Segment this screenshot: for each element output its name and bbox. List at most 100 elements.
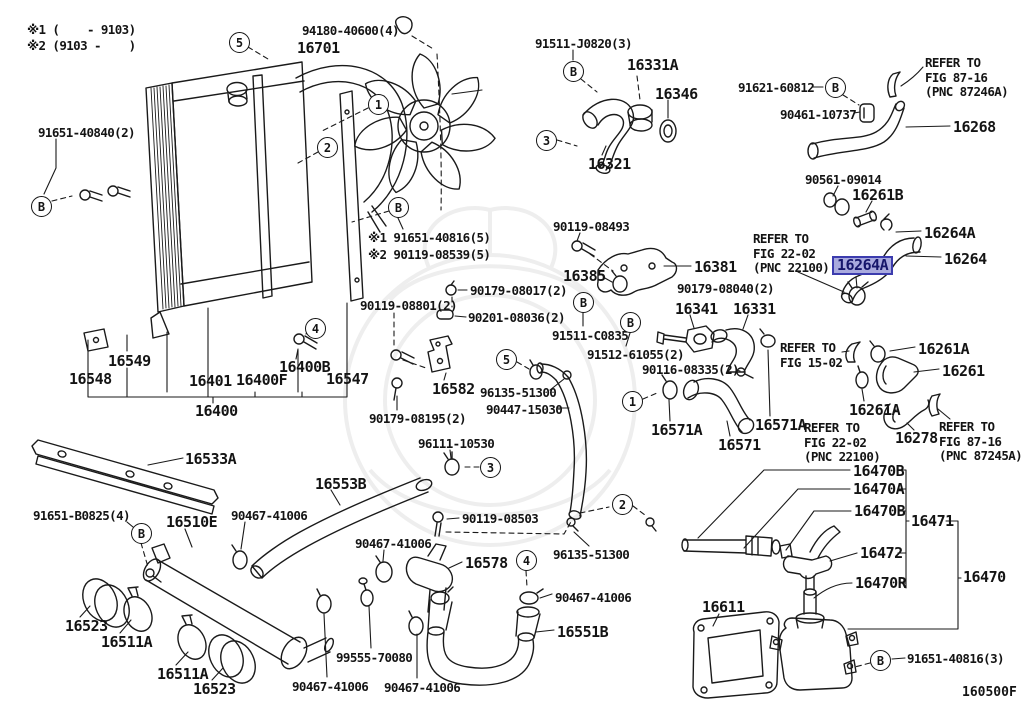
part-label[interactable]: 16511A — [101, 633, 153, 651]
part-label[interactable]: 16264 — [944, 250, 987, 268]
part-label[interactable]: ※1 91651-40816(5) — [368, 230, 491, 245]
part-label[interactable]: 91651-B0825(4) — [33, 508, 131, 523]
part-label[interactable]: 16331A — [627, 56, 679, 74]
part-label[interactable]: 96135-51300 — [480, 385, 557, 400]
part-label[interactable]: 16611 — [702, 598, 745, 616]
callout-balloon-3: 3 — [536, 130, 557, 151]
part-label[interactable]: 90179-08040(2) — [677, 281, 775, 296]
part-label[interactable]: 90467-41006 — [384, 680, 461, 695]
part-label[interactable]: 96111-10530 — [418, 436, 495, 451]
part-label[interactable]: 91512-61055(2) — [587, 347, 685, 362]
hose-16261-drawing — [845, 340, 941, 430]
part-label[interactable]: 99555-70080 — [336, 650, 413, 665]
part-label[interactable]: 90179-08195(2) — [369, 411, 467, 426]
part-label[interactable]: 90447-15030 — [486, 402, 563, 417]
part-label[interactable]: 16261A — [918, 340, 970, 358]
part-label[interactable]: 90201-08036(2) — [468, 310, 566, 325]
part-label[interactable]: 90461-10737 — [780, 107, 857, 122]
part-label[interactable]: 16523 — [65, 617, 108, 635]
part-label[interactable]: 91621-60812 — [738, 80, 815, 95]
callout-balloon-1: 1 — [622, 391, 643, 412]
part-label[interactable]: 16385 — [563, 267, 606, 285]
part-label[interactable]: 16400B — [279, 358, 331, 376]
part-label[interactable]: 16571A — [755, 416, 807, 434]
part-label[interactable]: 16548 — [69, 370, 112, 388]
bolts-91651-40840-drawing — [79, 185, 318, 350]
part-label[interactable]: 16533A — [185, 450, 237, 468]
fan-shroud-16701-drawing — [295, 64, 408, 233]
part-label[interactable]: 90179-08017(2) — [470, 283, 568, 298]
part-label[interactable]: 16261A — [849, 401, 901, 419]
part-label[interactable]: 91651-40840(2) — [38, 125, 136, 140]
part-label[interactable]: 16523 — [193, 680, 236, 698]
part-label[interactable]: 16582 — [432, 380, 475, 398]
outlet-hose-16571-drawing — [656, 325, 776, 435]
gasket-16611-drawing — [692, 611, 780, 699]
bracket-16533A-drawing — [31, 439, 219, 583]
callout-balloon-5: 5 — [229, 32, 250, 53]
part-label[interactable]: 90467-41006 — [292, 679, 369, 694]
part-label[interactable]: 16261B — [852, 186, 904, 204]
part-label[interactable]: 16470R — [855, 574, 907, 592]
part-label[interactable]: 16510E — [166, 513, 218, 531]
part-label[interactable]: 16401 — [189, 372, 232, 390]
pipe-16578-drawing — [375, 511, 657, 639]
part-label[interactable]: 90561-09014 — [805, 172, 882, 187]
note-label: REFER TO FIG 22-02 (PNC 22100) — [804, 420, 881, 464]
part-label[interactable]: 16470A — [853, 480, 905, 498]
part-label[interactable]: 16321 — [588, 155, 631, 173]
part-label[interactable]: 16472 — [860, 544, 903, 562]
part-label[interactable]: 16346 — [655, 85, 698, 103]
note-label: ※2 (9103 - ) — [27, 38, 136, 53]
part-label[interactable]: 90467-41006 — [355, 536, 432, 551]
callout-balloon-4: 4 — [305, 318, 326, 339]
part-label[interactable]: 16578 — [465, 554, 508, 572]
part-label-selected[interactable]: 16264A — [832, 256, 894, 275]
part-label[interactable]: 90116-08335(2) — [642, 362, 740, 377]
reservoir-16470-drawing — [681, 525, 859, 691]
part-label[interactable]: 16400F — [236, 371, 288, 389]
part-label[interactable]: 91651-40816(3) — [907, 651, 1005, 666]
part-label[interactable]: 90119-08503 — [462, 511, 539, 526]
part-label[interactable]: 90467-41006 — [231, 508, 308, 523]
part-label[interactable]: 16701 — [297, 39, 340, 57]
part-label[interactable]: 16551B — [557, 623, 609, 641]
part-label[interactable]: 96135-51300 — [553, 547, 630, 562]
part-label[interactable]: 90467-41006 — [555, 590, 632, 605]
part-label[interactable]: 16264A — [924, 224, 976, 242]
part-label[interactable]: 16553B — [315, 475, 367, 493]
part-label[interactable]: 16331 — [733, 300, 776, 318]
part-label[interactable]: ※2 90119-08539(5) — [368, 247, 491, 262]
cooling-fan-16361-drawing — [354, 16, 496, 194]
part-label[interactable]: 16268 — [953, 118, 996, 136]
part-label[interactable]: 16470 — [963, 568, 1006, 586]
callout-balloon-B: B — [388, 197, 409, 218]
part-label[interactable]: 16470B — [853, 462, 905, 480]
part-label[interactable]: 16547 — [326, 370, 369, 388]
callout-balloon-B: B — [825, 77, 846, 98]
part-label[interactable]: 90119-08801(2) — [360, 298, 458, 313]
callout-balloon-5: 5 — [496, 349, 517, 370]
callout-balloon-4: 4 — [516, 550, 537, 571]
callout-balloon-3: 3 — [480, 457, 501, 478]
note-label: ※1 ( - 9103) — [27, 22, 136, 37]
part-label[interactable]: 16571A — [651, 421, 703, 439]
part-label[interactable]: 94180-40600(4) — [302, 23, 400, 38]
part-label[interactable]: 16571 — [718, 436, 761, 454]
leader-lines — [43, 49, 951, 681]
callout-balloon-1: 1 — [368, 94, 389, 115]
part-label[interactable]: 16511A — [157, 665, 209, 683]
part-label[interactable]: 91511-J0820(3) — [535, 36, 633, 51]
tube-90447-15030-drawing — [443, 362, 588, 532]
part-label[interactable]: 91511-C0835 — [552, 328, 629, 343]
part-label[interactable]: 90119-08493 — [553, 219, 630, 234]
part-label[interactable]: 16400 — [195, 402, 238, 420]
radiator-16400-drawing — [83, 61, 364, 352]
part-label[interactable]: 16471 — [911, 512, 954, 530]
part-label[interactable]: 16549 — [108, 352, 151, 370]
part-label[interactable]: 16261 — [942, 362, 985, 380]
part-label[interactable]: 16341 — [675, 300, 718, 318]
part-label[interactable]: 16278 — [895, 429, 938, 447]
part-label[interactable]: 16470B — [854, 502, 906, 520]
part-label[interactable]: 16381 — [694, 258, 737, 276]
